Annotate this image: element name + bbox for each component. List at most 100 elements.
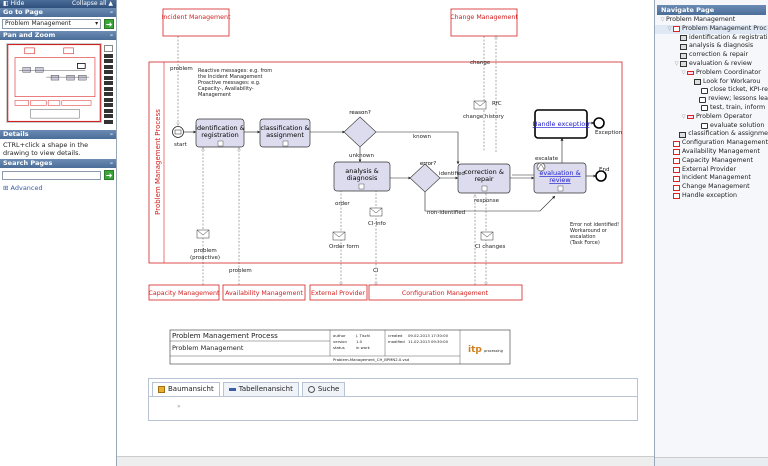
tree-item[interactable]: External Provider [655,166,768,175]
drawing-canvas[interactable]: Incident Management Change Management Pr… [117,0,654,466]
task-correction[interactable]: correction & repair [457,163,511,194]
collapse-all-button[interactable]: Collapse all ▲ [72,0,113,7]
tree-item-label: Availability Management [682,147,760,155]
label-reactive-2: the Incident Management [198,74,263,80]
task-classification[interactable]: classification & assignment [259,118,311,148]
tree-item[interactable]: classification & assignme [655,130,768,139]
tree-toggle-icon[interactable]: ▽ [667,25,672,32]
navigate-scrollbar[interactable] [655,457,768,466]
tab-baumansicht[interactable]: Baumansicht [152,382,220,396]
ext-capacity-management[interactable]: Capacity Management [149,284,221,301]
tree-item[interactable]: ▽evaluation & review [655,60,768,69]
label-exception: Exception [595,130,623,136]
message-problem-icon [196,229,210,239]
minimize-icon[interactable]: – [110,32,113,39]
tree-item[interactable]: ▽ Problem Management Proc [655,24,768,34]
tree-item[interactable]: identification & registrati [655,34,768,43]
gateway-error[interactable]: error? [409,161,441,193]
search-row: ➜ [0,168,116,182]
goto-page-select[interactable]: Problem Management▾ [2,19,102,29]
shape-red-icon [673,158,680,165]
ext-availability-management[interactable]: Availability Management [222,284,306,301]
task-analysis-label-2: diagnosis [347,174,378,182]
pan-zoom-thumbnail[interactable] [6,43,102,123]
shape-sub-icon [680,61,687,68]
ext-incident-management[interactable]: Incident Management [162,8,231,37]
ext-external-provider-label: External Provider [311,290,365,297]
tree-toggle-icon[interactable]: ▽ [681,69,686,76]
tree-item-label: evaluate solution [710,121,765,129]
label-error-note-2: Workaround or [570,228,608,234]
minimize-icon[interactable]: – [110,9,113,16]
horizontal-scrollbar[interactable] [117,456,654,466]
ext-incident-label-1: Incident Management [162,14,231,21]
minimize-icon[interactable]: – [110,131,113,138]
task-identification[interactable]: identification & registration [195,118,245,148]
tree-item[interactable]: ▽Problem Coordinator [655,69,768,78]
search-pages-header[interactable]: Search Pages– [0,159,116,168]
tree-toggle-icon[interactable]: ▽ [681,113,686,120]
tree-item-label: Change Management [682,183,750,191]
ext-change-management[interactable]: Change Management [450,8,518,37]
shape-lane-icon [687,115,694,120]
search-go-button[interactable]: ➜ [104,170,114,180]
ext-external-provider[interactable]: External Provider [309,284,368,301]
tree-item[interactable]: Configuration Management [655,139,768,148]
ext-configuration-management[interactable]: Configuration Management [368,284,523,301]
chevron-up-icon: ▲ [108,0,113,7]
tree-item[interactable]: Look for Workarou [655,78,768,87]
tree-item-label: Configuration Management [681,139,768,147]
tree-item[interactable]: analysis & diagnosis [655,42,768,51]
titleblock-modified-value: 11.02.2013 09:30:00 [408,339,449,344]
task-evaluation[interactable]: evaluation & review [533,162,587,194]
tree-item[interactable]: correction & repair [655,51,768,60]
tab-suche[interactable]: Suche [301,382,346,396]
pan-zoom-header[interactable]: Pan and Zoom– [0,31,116,40]
tree-item-label: test, train, inform [710,103,766,111]
pan-zoom-panel [0,40,116,130]
gateway-reason[interactable]: reason? [343,110,377,148]
tree-item[interactable]: Capacity Management [655,157,768,166]
label-ci: CI [373,268,379,274]
task-analysis[interactable]: analysis & diagnosis [333,161,391,192]
task-evaluation-label-2: review [549,176,571,184]
task-handle-exception-label: Handle exception [533,120,590,128]
tree-item[interactable]: Handle exception [655,192,768,201]
label-escalate: escalate [535,156,559,162]
task-handle-exception[interactable]: Handle exception [533,109,590,139]
label-non-identified: non-identified [427,210,465,216]
minimize-icon[interactable]: – [110,160,113,167]
advanced-link[interactable]: ⊞ Advanced [3,184,43,192]
details-header[interactable]: Details– [0,130,116,139]
label-error-note-3: escalation [570,234,596,240]
label-problem: problem [170,66,193,72]
tree-item[interactable]: Change Management [655,183,768,192]
tree-item-label: Problem Management Proc [682,24,767,32]
task-evaluation-label-1: evaluation & [539,169,580,177]
zoom-slider[interactable] [104,45,113,125]
ext-capacity-label: Capacity Management [149,290,221,297]
tree-item[interactable]: test, train, inform [655,104,768,113]
goto-page-header[interactable]: Go to Page– [0,8,116,17]
tree-item[interactable]: ▽Problem Management [655,16,768,25]
end-event[interactable] [595,170,607,182]
shape-box-icon [699,96,707,103]
tree-item[interactable]: ▽Problem Operator [655,113,768,122]
tab-tabellenansicht[interactable]: Tabellenansicht [222,382,299,396]
tree-item[interactable]: Availability Management [655,148,768,157]
search-input[interactable] [2,170,102,180]
tree-toggle-icon[interactable]: ▽ [674,60,679,67]
tree-item[interactable]: Incident Management [655,174,768,183]
tree-item[interactable]: close ticket, KPI-re [655,86,768,95]
start-event[interactable] [172,126,184,138]
message-ci-info-icon [369,207,383,217]
goto-page-go-button[interactable]: ➜ [104,19,114,29]
tree-toggle-icon[interactable]: ▽ [660,17,665,23]
hide-button[interactable]: ◧ Hide [3,0,25,7]
label-identified: identified [439,171,465,177]
exception-event[interactable] [593,117,605,129]
tree-item[interactable]: review; lessons lea [655,95,768,104]
label-order-form: Order form [329,244,359,250]
task-classification-label-1: classification & [260,124,309,132]
tree-item[interactable]: evaluate solution [655,122,768,131]
